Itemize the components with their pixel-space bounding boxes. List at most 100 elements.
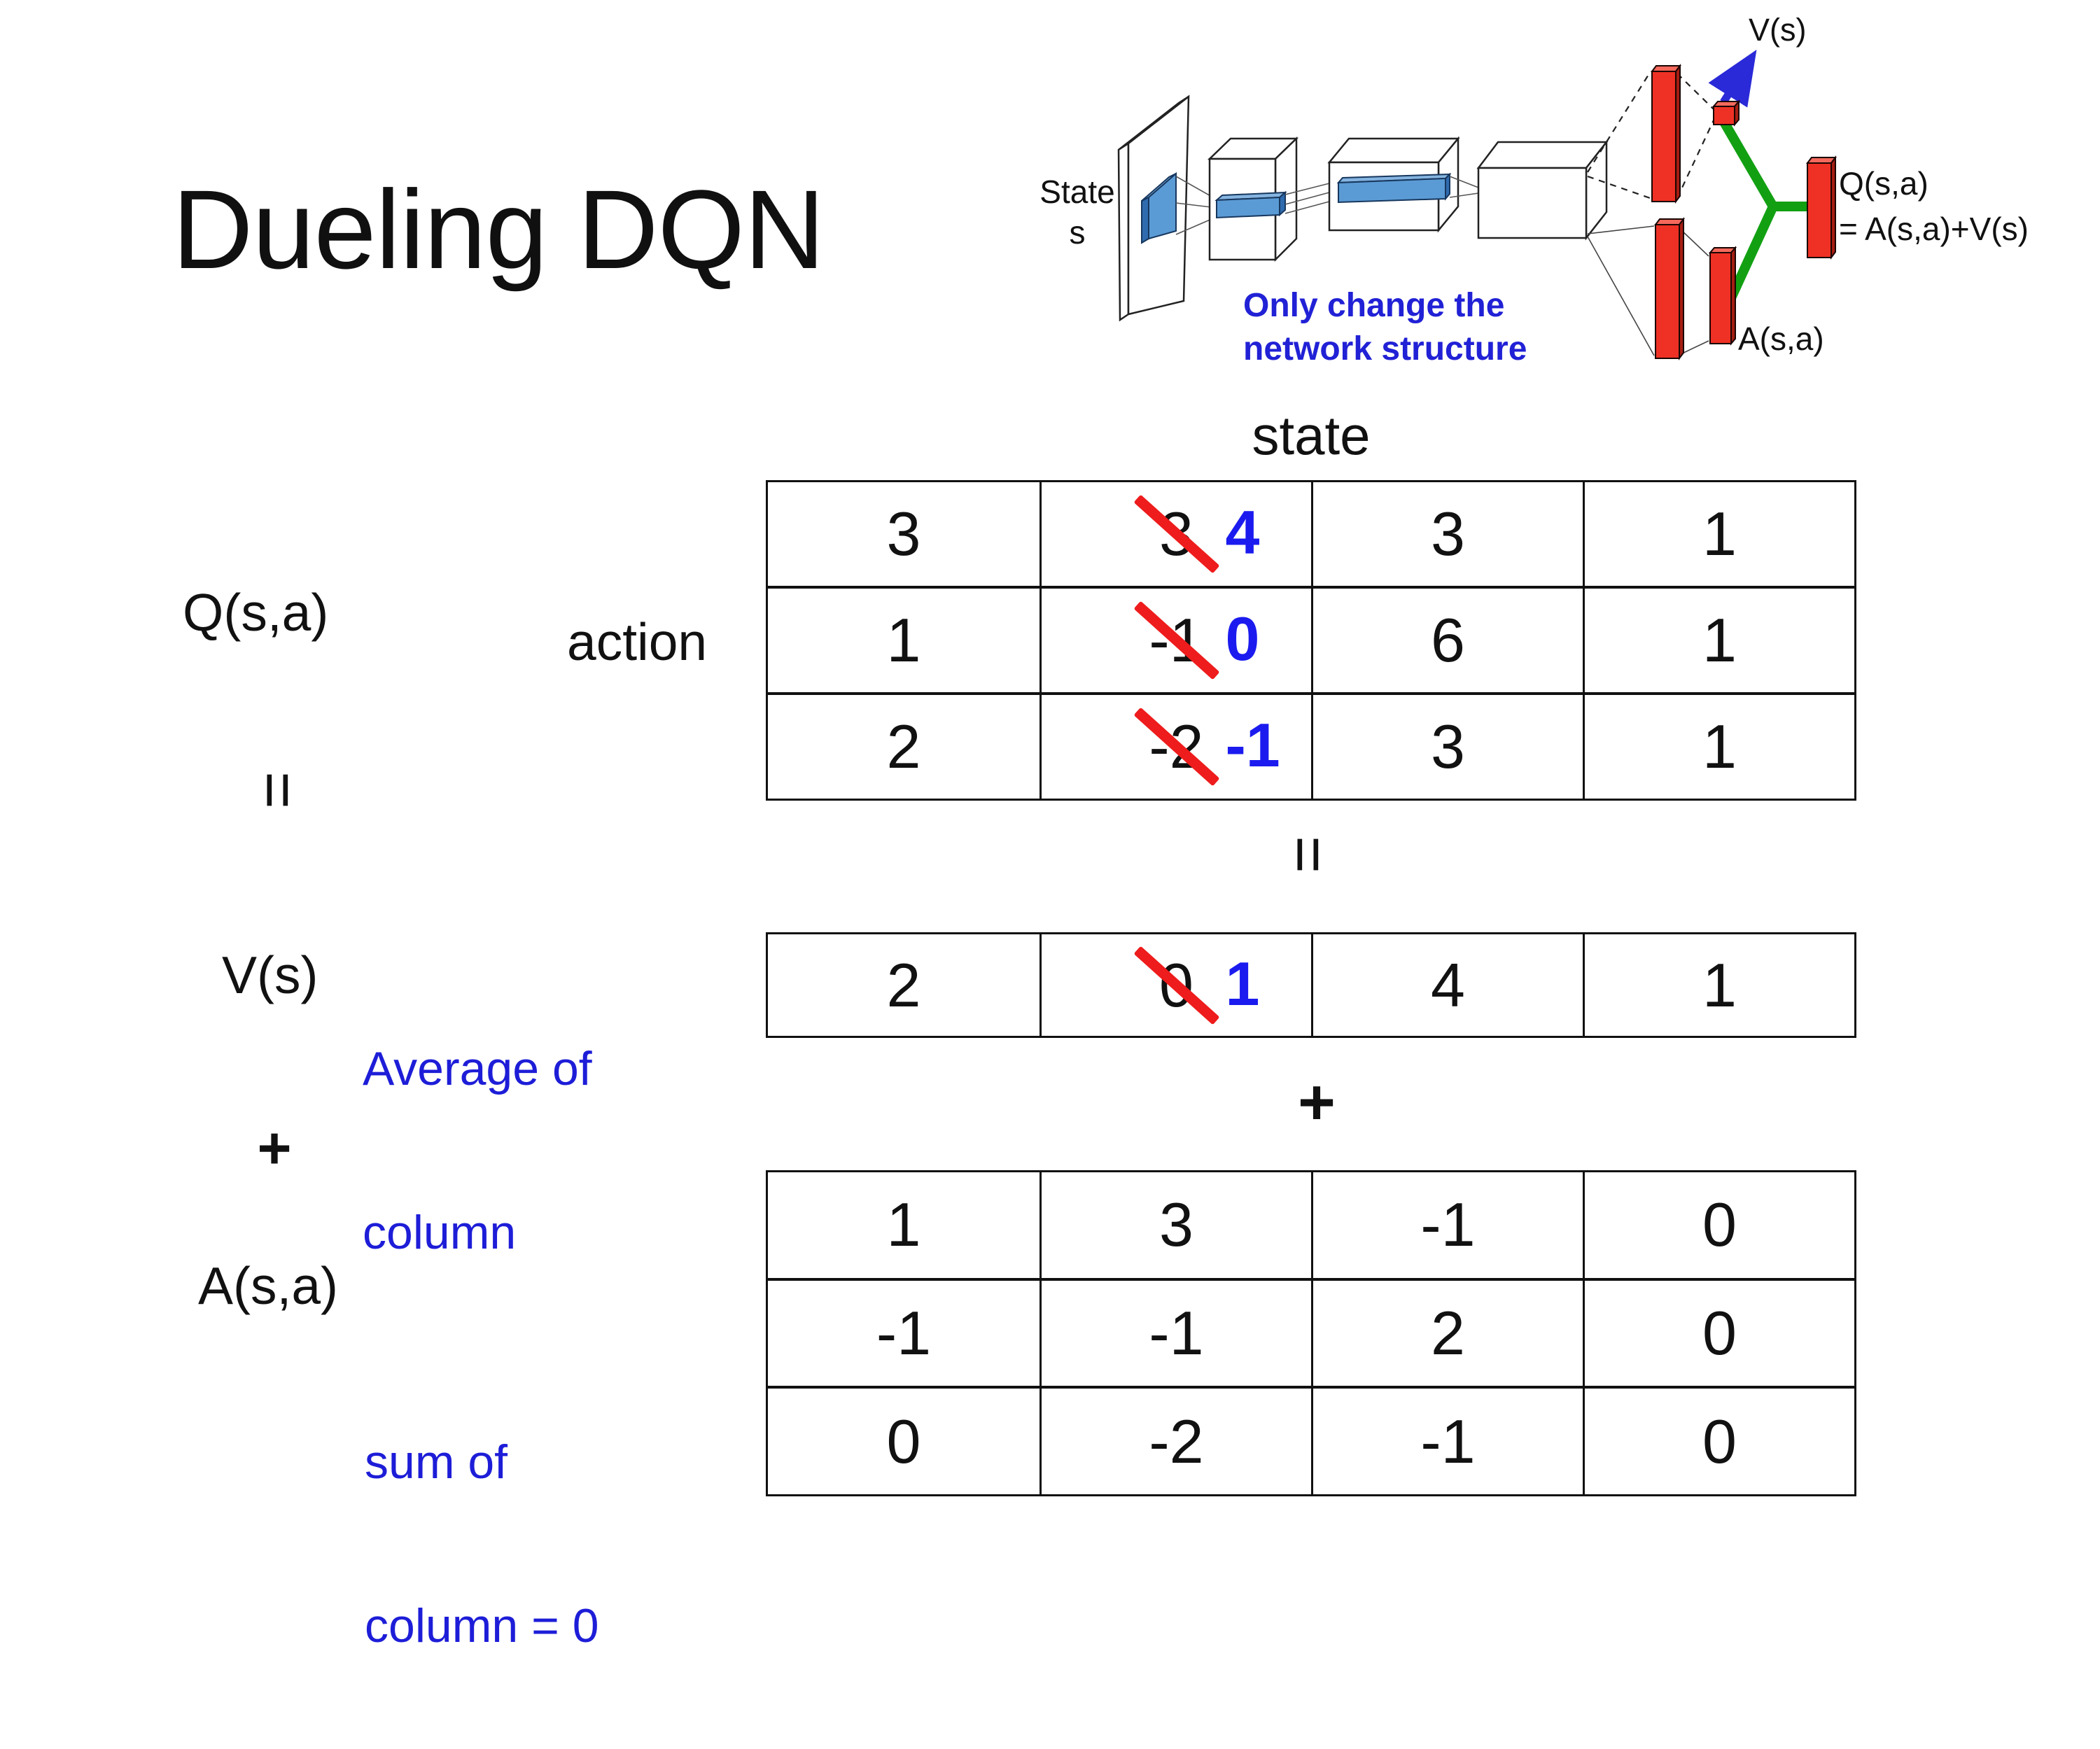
state-input-s: s — [1070, 214, 1086, 251]
table-row: 2 01 4 1 — [768, 934, 1854, 1036]
table-cell: -2-1 — [1040, 695, 1311, 799]
table-cell: 2 — [768, 695, 1040, 799]
cell-value: -1 — [1149, 1298, 1204, 1368]
corrected-value: -1 — [1225, 710, 1280, 780]
q-output-bar — [1806, 155, 1837, 260]
dueling-network-diagram: State s V(s) Q(s,a) = A(s,a)+V(s) A(s,a)… — [1040, 12, 2029, 367]
table-cell: 3 — [1311, 695, 1583, 799]
average-note-line2: column — [363, 1205, 517, 1259]
conv-featuremap-2 — [1214, 190, 1287, 219]
conv-featuremap-1 — [1141, 171, 1177, 244]
q-output-formula: = A(s,a)+V(s) — [1839, 211, 2029, 247]
table-cell: 1 — [1583, 695, 1854, 799]
corrected-value: 0 — [1225, 603, 1260, 673]
table-cell: 3 — [1040, 1172, 1311, 1278]
table-row: 1 3 -1 0 — [768, 1172, 1854, 1278]
cell-value: 2 — [886, 950, 921, 1020]
cell-value: 2 — [886, 712, 921, 781]
table-cell: -1 — [1040, 1280, 1311, 1386]
value-node-box — [1712, 99, 1741, 127]
connection-cone-2 — [1284, 183, 1330, 214]
table-cell: 2 — [768, 934, 1040, 1036]
fc-red-bar-advantage — [1654, 217, 1685, 360]
table-cell: 3 — [1311, 482, 1583, 586]
cell-value: 3 — [886, 499, 921, 568]
table-row: 0 -2 -1 0 — [768, 1386, 1854, 1495]
cell-value: -1 — [1420, 1190, 1476, 1260]
equals-sign-left: = — [242, 771, 314, 809]
cell-value: -2 — [1149, 1406, 1204, 1476]
cell-value: 1 — [886, 605, 921, 675]
cell-value: 0 — [1702, 1298, 1737, 1368]
cell-value: 1 — [1702, 605, 1737, 675]
page-title: Dueling DQN — [172, 167, 825, 292]
sum-note: sum of column = 0 — [365, 1340, 599, 1749]
table-cell: -10 — [1040, 589, 1311, 692]
table-cell: -2 — [1040, 1389, 1311, 1495]
table-cell: 1 — [1583, 589, 1854, 692]
state-input-label: State — [1040, 174, 1114, 210]
advantage-node-bar — [1708, 246, 1737, 346]
table-cell: 6 — [1311, 589, 1583, 692]
table-cell: -1 — [768, 1281, 1040, 1386]
network-note-line1: Only change the — [1243, 287, 1504, 324]
state-axis-label: state — [1252, 405, 1371, 466]
plus-sign-left: + — [257, 1114, 292, 1181]
average-note-line1: Average of — [363, 1041, 592, 1095]
corrected-value: 1 — [1225, 948, 1260, 1018]
table-cell: 0 — [1583, 1172, 1854, 1278]
cell-value: 2 — [1431, 1298, 1465, 1368]
slide: { "slide": { "title": "Dueling DQN" }, "… — [172, 12, 2029, 1652]
a-matrix-label: A(s,a) — [198, 1256, 339, 1315]
v-matrix-label: V(s) — [222, 946, 318, 1004]
advantage-table: 1 3 -1 0 -1 -1 2 0 0 -2 -1 0 — [766, 1170, 1856, 1496]
solid-links-advantage-stream — [1587, 225, 1709, 356]
cell-value: 0 — [1702, 1190, 1737, 1260]
action-axis-label: action — [567, 612, 708, 671]
a-output-label: A(s,a) — [1738, 321, 1824, 357]
table-row: 2 -2-1 3 1 — [768, 692, 1854, 799]
table-cell: 1 — [768, 589, 1040, 692]
cell-value: 1 — [886, 1190, 921, 1260]
q-output-label: Q(s,a) — [1839, 165, 1928, 202]
aggregation-branch — [1718, 118, 1812, 307]
fc-red-bar-value — [1651, 64, 1681, 204]
corrected-value: 4 — [1225, 497, 1260, 567]
cell-value: 3 — [1159, 1190, 1194, 1260]
cell-value: 3 — [1431, 499, 1465, 568]
cell-value: -1 — [1420, 1406, 1476, 1476]
equals-sign-middle: = — [1273, 836, 1345, 873]
table-row: -1 -1 2 0 — [768, 1277, 1854, 1386]
cell-value: -1 — [876, 1298, 932, 1368]
table-cell: 3 — [768, 482, 1040, 586]
cell-value: 0 — [1702, 1406, 1737, 1476]
table-cell: 0 — [768, 1389, 1040, 1494]
cell-value: 0 — [886, 1406, 921, 1476]
table-cell: 2 — [1311, 1280, 1583, 1386]
state-value-table: 2 01 4 1 — [766, 932, 1856, 1038]
cell-value: 4 — [1431, 950, 1465, 1020]
table-row: 33431 — [768, 482, 1854, 586]
sum-note-line1: sum of — [365, 1435, 508, 1489]
conv-featuremap-3 — [1336, 172, 1452, 204]
fc-layer-box — [1476, 139, 1609, 241]
network-note-line2: network structure — [1243, 330, 1527, 367]
table-cell: 1 — [768, 1172, 1040, 1278]
dashed-links-value-stream — [1587, 71, 1714, 200]
table-cell: -1 — [1311, 1172, 1583, 1278]
cell-value: 1 — [1702, 499, 1737, 568]
sum-note-line2: column = 0 — [365, 1599, 599, 1652]
v-output-label: V(s) — [1749, 12, 1807, 48]
table-row: 1 -10 6 1 — [768, 586, 1854, 692]
table-cell: 4 — [1311, 934, 1583, 1036]
average-note: Average of column — [363, 946, 592, 1356]
cell-value: 1 — [1702, 950, 1737, 1020]
cell-value: 3 — [1431, 712, 1465, 781]
table-cell: 01 — [1040, 934, 1311, 1036]
table-cell: 0 — [1583, 1389, 1854, 1495]
table-cell: 1 — [1583, 482, 1854, 586]
cell-value: 1 — [1702, 712, 1737, 781]
q-matrix-label: Q(s,a) — [183, 583, 329, 642]
table-cell: 0 — [1583, 1280, 1854, 1386]
cell-value: 6 — [1431, 605, 1465, 675]
